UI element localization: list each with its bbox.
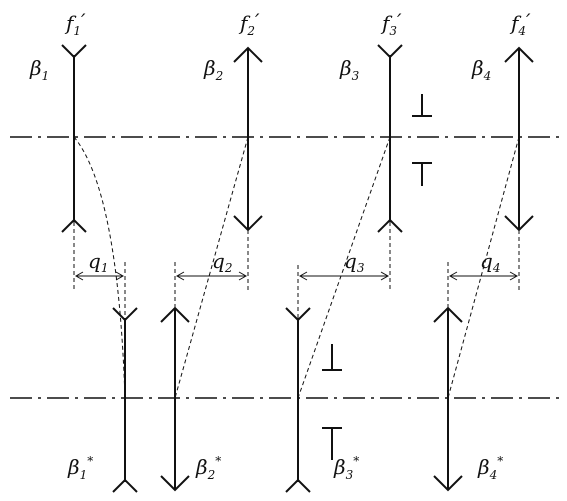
label-beta-4: β4 [471,56,491,83]
label-beta-star-3: β3* [333,454,359,482]
label-beta-2: β2 [203,56,223,83]
top-lens-1-diverging [61,44,87,233]
label-beta-1: β1 [29,56,49,83]
top-lens-2-converging [233,46,263,232]
bottom-tilt-symbol-upper [322,344,342,371]
top-lens-4-converging [504,46,534,232]
connection-rays [73,136,520,399]
extension-lines [73,222,520,320]
label-q-4: q4 [480,249,500,275]
bottom-lens-2-converging [160,306,190,492]
bottom-lens-3-diverging [285,307,311,493]
label-f-1: f1′ [64,9,86,38]
label-q-2: q2 [212,249,232,275]
label-f-3: f3′ [380,9,402,38]
q3-dimension [298,271,390,281]
ray-2 [174,136,249,399]
ray-1 [73,136,126,399]
q4-dimension [448,271,519,281]
top-tilt-symbol-upper [412,94,432,117]
label-q-1: q1 [88,249,108,275]
label-f-4: f4′ [509,9,531,38]
q2-dimension [175,271,248,281]
bottom-tilt-symbol-lower [322,427,342,460]
label-beta-3: β3 [339,56,360,83]
label-q-3: q3 [344,249,365,275]
bottom-lens-4-converging [433,306,463,492]
ray-4 [447,136,520,399]
label-beta-star-2: β2* [195,454,221,482]
label-f-2: f2′ [238,9,260,38]
label-beta-star-4: β4* [477,454,503,482]
bottom-lens-1-diverging [112,307,138,493]
label-beta-star-1: β1* [67,454,93,482]
q1-dimension [74,271,125,281]
top-tilt-symbol-lower [412,162,432,186]
